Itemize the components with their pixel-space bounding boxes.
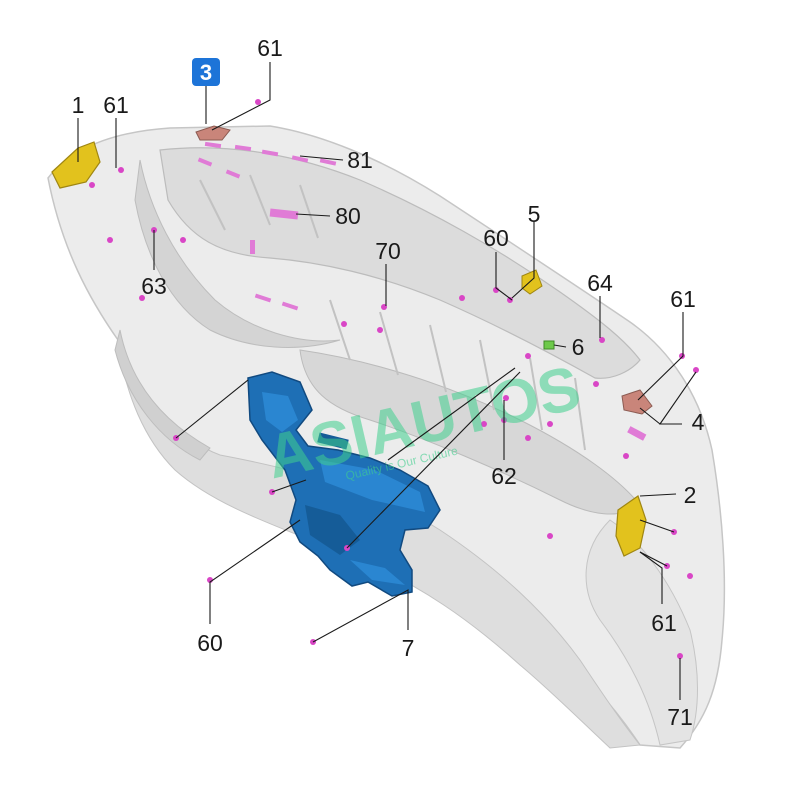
side-guide-brackets: [51, 141, 647, 557]
adhesive-strips: [197, 141, 647, 441]
callout-60-b: 60: [197, 630, 223, 656]
callout-1: 1: [72, 92, 85, 118]
callout-64: 64: [587, 270, 613, 296]
callout-61-a: 61: [103, 92, 129, 118]
callout-70: 70: [375, 238, 401, 264]
callout-71: 71: [667, 704, 693, 730]
small-brackets: [195, 125, 653, 415]
part-3-badge: [192, 58, 220, 86]
callout-80: 80: [335, 203, 361, 229]
callout-labels: 3 1 61 61 81 80 63 70 60 5 64 6 61 4 62 …: [72, 35, 705, 730]
callout-61-d: 61: [651, 610, 677, 636]
callout-2: 2: [684, 482, 697, 508]
callout-61-c: 61: [670, 286, 696, 312]
callout-61-b: 61: [257, 35, 283, 61]
callout-62: 62: [491, 463, 517, 489]
part-3-badge-label: 3: [200, 60, 212, 85]
callout-81: 81: [347, 147, 373, 173]
callout-7: 7: [402, 635, 415, 661]
bumper-mounting-bracket: [247, 371, 441, 597]
callout-4: 4: [692, 409, 705, 435]
callout-6: 6: [572, 334, 585, 360]
leader-lines: [77, 62, 697, 700]
callout-60-a: 60: [483, 225, 509, 251]
callout-63: 63: [141, 273, 167, 299]
callout-5: 5: [528, 201, 541, 227]
